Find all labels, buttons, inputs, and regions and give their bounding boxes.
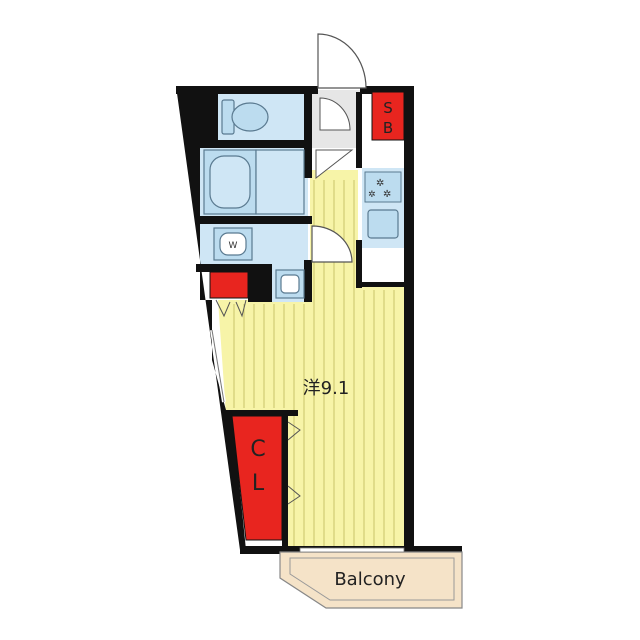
- svg-text:✲: ✲: [383, 189, 391, 200]
- balcony-label: Balcony: [334, 569, 406, 590]
- living-room-floor: [218, 170, 408, 548]
- toilet-fixture: [221, 99, 269, 135]
- floor-board-lines: [233, 180, 395, 546]
- washing-machine: [213, 227, 253, 261]
- wash-basin: [275, 269, 305, 299]
- shoe-box-label-s: S: [383, 99, 393, 117]
- kitchen-sink: [367, 209, 399, 239]
- balcony-window: [299, 547, 405, 553]
- closet: [231, 415, 283, 541]
- side-window-frame: [211, 329, 225, 403]
- shoe-box: [371, 91, 405, 141]
- shoe-box-label-b: B: [383, 119, 393, 137]
- inner-door-swing: [311, 225, 353, 263]
- room-label: 洋9.1: [303, 378, 350, 399]
- balcony-inner: [289, 557, 455, 601]
- closet-doors: [287, 421, 301, 505]
- bathtub: [203, 149, 305, 215]
- small-storage-doors: [215, 299, 247, 318]
- closet-label-l: L: [252, 471, 265, 496]
- entrance-door-swing: [317, 33, 367, 89]
- hall-door-swing: [315, 149, 354, 180]
- kitchen-stove: ✲ ✲ ✲: [364, 171, 402, 203]
- svg-text:✲: ✲: [376, 178, 384, 189]
- closet-label-c: C: [250, 437, 265, 462]
- washer-label: W: [229, 241, 238, 251]
- entrance-inner-door: [319, 97, 351, 131]
- svg-text:✲: ✲: [368, 190, 376, 200]
- small-storage: [209, 271, 249, 299]
